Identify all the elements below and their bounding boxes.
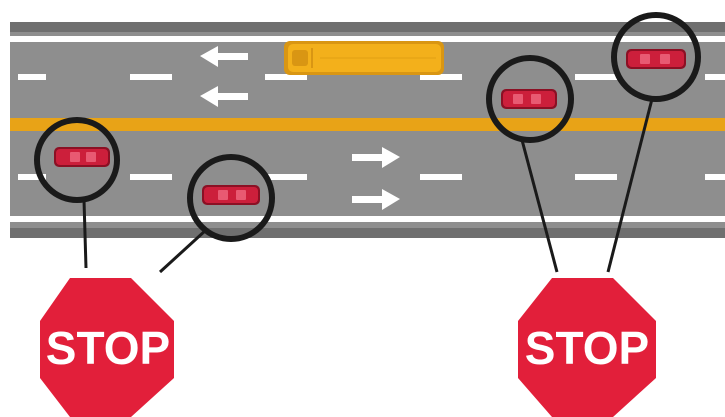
center-line	[10, 118, 725, 131]
car	[501, 89, 557, 109]
road-top-edge	[10, 22, 725, 32]
road-bottom-shoulder-line	[10, 216, 725, 222]
pointer-line	[84, 200, 86, 268]
stop-sign-label: STOP	[46, 322, 170, 374]
stop-sign: STOP	[518, 278, 656, 417]
car	[54, 147, 110, 167]
car	[202, 185, 260, 205]
car	[626, 49, 686, 69]
school-bus	[284, 41, 444, 75]
stop-sign-label: STOP	[525, 322, 649, 374]
stop-sign: STOP	[40, 278, 174, 417]
